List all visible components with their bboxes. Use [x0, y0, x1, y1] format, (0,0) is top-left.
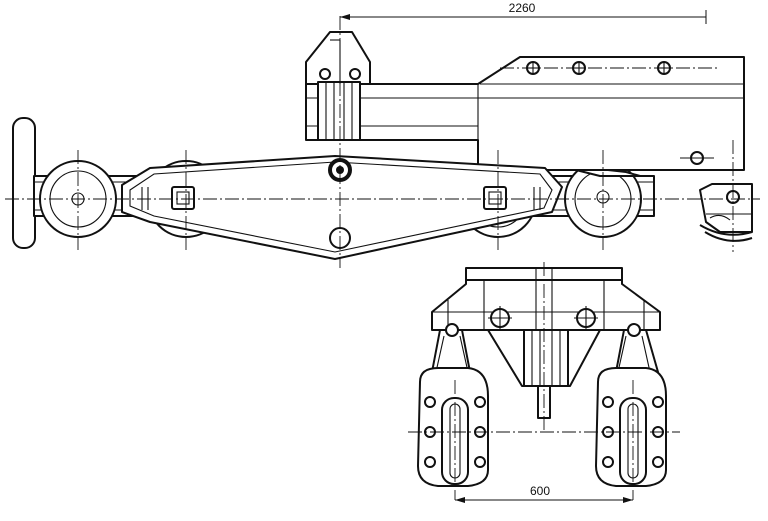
upper-beam — [305, 56, 745, 171]
overall-length-label: 2260 — [509, 1, 536, 15]
beam-bolt — [657, 61, 671, 75]
frame-bolt — [488, 306, 512, 330]
equalizer-plate — [121, 155, 563, 260]
side-view — [5, 16, 760, 268]
hanger-bracket — [305, 31, 371, 141]
beam-bolt — [572, 61, 586, 75]
left-wheel-assembly — [417, 323, 489, 500]
wheel-spacing-dimension: 600 — [455, 484, 633, 503]
end-bracket — [699, 183, 753, 242]
overall-length-dimension: 2260 — [340, 1, 707, 24]
right-wheel-assembly — [595, 323, 667, 500]
beam-bolt — [526, 61, 540, 75]
end-buffer-plate — [12, 117, 36, 249]
frame-bolt — [574, 306, 598, 330]
beam-bolt — [680, 151, 714, 165]
central-hanger — [487, 262, 601, 430]
wheel-spacing-label: 600 — [530, 484, 550, 498]
top-frame — [431, 267, 661, 331]
end-view — [408, 262, 680, 500]
